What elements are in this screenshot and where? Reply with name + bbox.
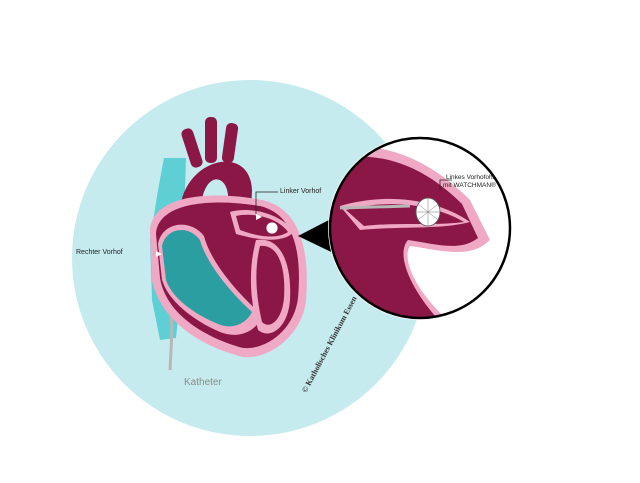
watchman-device-small: [265, 221, 279, 235]
heart-body: [150, 195, 307, 358]
inset-label-line2: mit WATCHMAN®: [443, 182, 496, 189]
left-atrium-arrow: [256, 214, 262, 220]
left-atrium-label: Linker Vorhof: [280, 188, 322, 195]
right-atrium-arrow: [156, 251, 162, 257]
left-atrium-leader: [255, 191, 278, 214]
inset-label-line1: Linkes Vorhofohr: [446, 174, 495, 181]
inset-magnifier: [328, 136, 512, 320]
right-atrium-label: Rechter Vorhof: [76, 249, 123, 256]
inset-leader: [439, 179, 452, 190]
catheter-label: Katheter: [184, 377, 222, 388]
